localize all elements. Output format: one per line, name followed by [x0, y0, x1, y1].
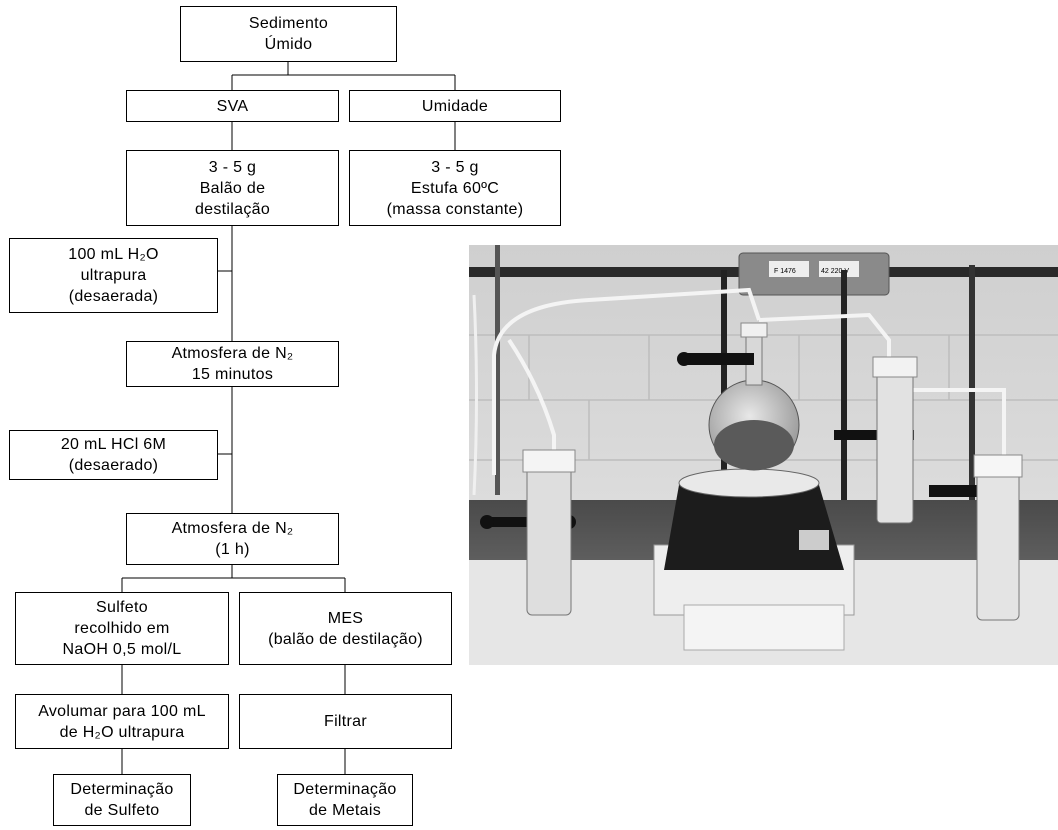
filtrar-box: Filtrar [239, 694, 452, 749]
sediment-box: Sedimento Úmido [180, 6, 397, 62]
sulfeto-label: Sulfeto recolhido em NaOH 0,5 mol/L [62, 599, 182, 658]
n2-1h-box: Atmosfera de N₂ (1 h) [126, 513, 339, 565]
water-label: 100 mL H₂O ultrapura (desaerada) [68, 246, 159, 305]
avolumar-label: Avolumar para 100 mL de H₂O ultrapura [38, 702, 206, 741]
det-sulfeto-label: Determinação de Sulfeto [70, 781, 174, 819]
umidade-label: Umidade [421, 97, 489, 115]
hcl-box: 20 mL HCl 6M (desaerado) [9, 430, 218, 480]
sva-box: SVA [126, 90, 339, 122]
mes-label: MES (balão de destilação) [268, 609, 423, 648]
det-metais-box: Determinação de Metais [277, 774, 413, 826]
sva-mass-label: 3 - 5 g Balão de destilação [194, 158, 271, 218]
n2-15min-label: Atmosfera de N₂ 15 minutos [171, 345, 294, 383]
det-sulfeto-box: Determinação de Sulfeto [53, 774, 191, 826]
umidade-box: Umidade [349, 90, 561, 122]
avolumar-box: Avolumar para 100 mL de H₂O ultrapura [15, 694, 229, 749]
water-box: 100 mL H₂O ultrapura (desaerada) [9, 238, 218, 313]
det-metais-label: Determinação de Metais [293, 781, 397, 819]
apparatus-photo: F 1476 42 220 V [469, 245, 1058, 665]
hcl-label: 20 mL HCl 6M (desaerado) [60, 436, 167, 474]
sulfeto-box: Sulfeto recolhido em NaOH 0,5 mol/L [15, 592, 229, 665]
n2-1h-label: Atmosfera de N₂ (1 h) [171, 520, 294, 558]
sva-label: SVA [216, 97, 249, 115]
mes-box: MES (balão de destilação) [239, 592, 452, 665]
sediment-label: Sedimento Úmido [248, 15, 329, 53]
apparatus-label-1: F 1476 [774, 268, 796, 275]
sva-mass-box: 3 - 5 g Balão de destilação [126, 150, 339, 226]
umidade-mass-box: 3 - 5 g Estufa 60ºC (massa constante) [349, 150, 561, 226]
umidade-mass-label: 3 - 5 g Estufa 60ºC (massa constante) [386, 158, 524, 218]
n2-15min-box: Atmosfera de N₂ 15 minutos [126, 341, 339, 387]
apparatus-label-2: 42 220 V [821, 268, 849, 275]
filtrar-label: Filtrar [324, 713, 367, 730]
